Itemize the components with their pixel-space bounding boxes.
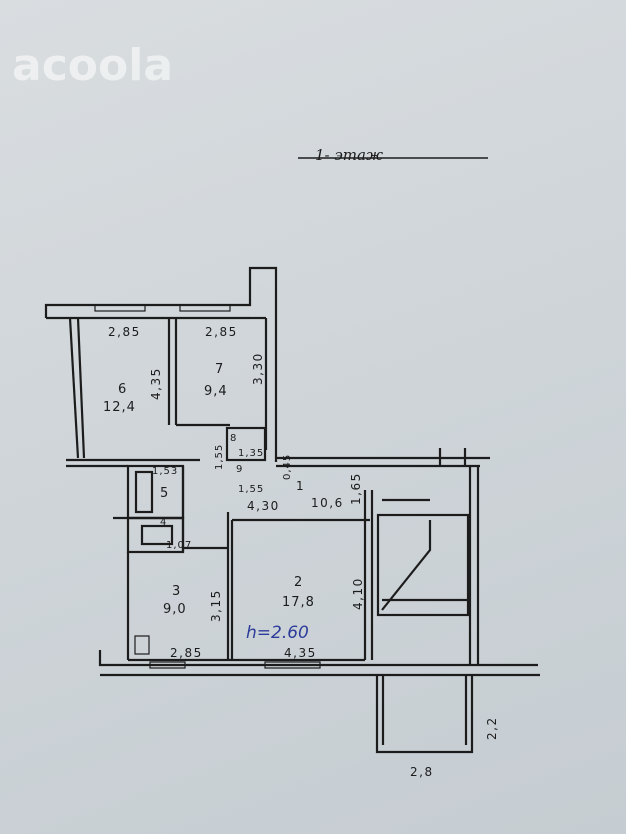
room6-number: 6 bbox=[118, 382, 127, 397]
room1-area: 10,6 bbox=[311, 496, 344, 510]
balcony-width: 2,8 bbox=[410, 765, 434, 779]
room1-length: 4,30 bbox=[247, 499, 280, 513]
room3-number: 3 bbox=[172, 584, 181, 599]
watermark-logo: acoola bbox=[12, 40, 173, 91]
room2-area: 17,8 bbox=[282, 595, 315, 610]
room7-number: 7 bbox=[215, 362, 224, 377]
room7-length: 3,30 bbox=[251, 352, 265, 385]
room3-area: 9,0 bbox=[163, 602, 187, 617]
room7-area: 9,4 bbox=[204, 384, 228, 399]
room6-area: 12,4 bbox=[103, 400, 136, 415]
wc-width: 1,07 bbox=[166, 540, 192, 551]
room2-length: 4,10 bbox=[351, 577, 365, 610]
room6-width: 2,85 bbox=[108, 325, 141, 339]
room7-width: 2,85 bbox=[205, 325, 238, 339]
closet-width: 1,55 bbox=[214, 444, 225, 470]
bath-width: 1,53 bbox=[152, 466, 178, 477]
room8-number: 8 bbox=[230, 433, 237, 444]
room5-number: 5 bbox=[160, 486, 169, 501]
room1-width: 1,65 bbox=[349, 472, 363, 505]
room2-width: 4,35 bbox=[284, 646, 317, 660]
room6-length: 4,35 bbox=[149, 367, 163, 400]
floor-title: 1- этаж bbox=[315, 146, 383, 164]
room4-number: 4 bbox=[160, 517, 167, 528]
room-labels: 2,85 4,35 6 12,4 2,85 3,30 7 9,4 8 1,35 … bbox=[103, 325, 499, 779]
ceiling-height-note: h=2.60 bbox=[246, 623, 309, 643]
balcony-depth: 2,2 bbox=[485, 716, 499, 740]
room3-length: 3,15 bbox=[209, 589, 223, 622]
windows bbox=[94, 304, 321, 669]
room2-number: 2 bbox=[294, 575, 303, 590]
closet-depth: 1,55 bbox=[238, 484, 264, 495]
walls bbox=[44, 266, 540, 754]
room9-number: 9 bbox=[236, 464, 243, 475]
nook-depth: 0,45 bbox=[282, 454, 293, 480]
room3-width: 2,85 bbox=[170, 646, 203, 660]
room1-number: 1 bbox=[296, 479, 305, 493]
room8-width: 1,35 bbox=[238, 448, 264, 459]
